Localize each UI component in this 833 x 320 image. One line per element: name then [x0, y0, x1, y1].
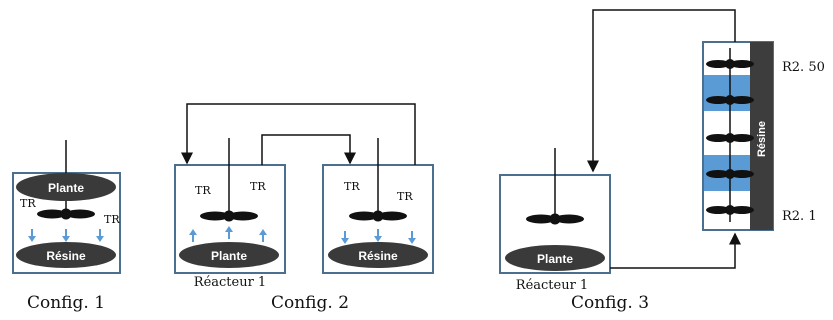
- config2-reactor2-flow-arrow-down-icon: [340, 230, 350, 245]
- config1-caption: Config. 1: [27, 293, 105, 313]
- config2-reactor1-flow-arrow-up-icon: [258, 228, 268, 243]
- config3-column-impeller-icon: [706, 95, 754, 105]
- config3-blue-band: [704, 75, 752, 111]
- config2-reactor1-tr-right: TR: [250, 180, 266, 193]
- config1-plant-label: Plante: [48, 181, 84, 195]
- config2-inner-transfer-line: [261, 134, 356, 165]
- config3-r2-1-label: R2. 1: [782, 209, 817, 224]
- config1-group: Plante TR TR Résine Config. 1: [12, 140, 121, 313]
- config3-plant-label: Plante: [537, 252, 573, 266]
- config1-plant-blob: [16, 173, 116, 201]
- config3-resin-bar: [750, 42, 773, 230]
- config3-reactor1-impeller-icon: [526, 213, 584, 225]
- config2-reactor1-flow-arrow-up-icon: [224, 225, 234, 240]
- config3-reactor1-label: Réacteur 1: [516, 278, 588, 293]
- config2-reactor2-tr-left: TR: [344, 180, 360, 193]
- config2-plant-label: Plante: [211, 249, 247, 263]
- config2-reactor1-label: Réacteur 1: [194, 275, 266, 290]
- config1-tr-left: TR: [20, 197, 36, 210]
- config2-reactor2-impeller-icon: [349, 210, 407, 222]
- config1-flow-arrow-down-icon: [61, 228, 71, 243]
- config2-plant-blob: [179, 242, 279, 268]
- config1-resin-label: Résine: [46, 249, 86, 263]
- config3-return-line: [587, 9, 736, 173]
- config2-reactor1-flow-arrow-up-icon: [188, 228, 198, 243]
- config1-flow-arrow-down-icon: [95, 228, 105, 243]
- config2-reactor1-impeller-icon: [200, 210, 258, 222]
- config2-outer-recirculation-line: [181, 103, 416, 165]
- config2-resin-label: Résine: [358, 249, 398, 263]
- config3-caption: Config. 3: [571, 293, 649, 313]
- config2-reactor2-flow-arrow-down-icon: [373, 228, 383, 243]
- config1-flow-arrow-down-icon: [27, 228, 37, 243]
- config2-reactor2-tr-right: TR: [397, 190, 413, 203]
- config3-group: Plante Réacteur 1 Résine R2. 50 R2. 1 Co…: [499, 9, 825, 313]
- config3-r2-50-label: R2. 50: [782, 60, 825, 75]
- config2-reactor1-tr-left: TR: [195, 184, 211, 197]
- config3-column-impeller-icon: [706, 205, 754, 215]
- config2-resin-blob: [328, 242, 428, 268]
- config3-feed-line: [610, 232, 741, 269]
- config2-group: TR TR Plante Réacteur 1 TR TR Résine Con…: [174, 103, 434, 313]
- config1-impeller-icon: [37, 208, 95, 220]
- config3-column-impeller-icon: [706, 133, 754, 143]
- config2-reactor2-flow-arrow-down-icon: [407, 230, 417, 245]
- config2-reactor1-vessel: [174, 164, 286, 274]
- config3-column-impeller-icon: [706, 59, 754, 69]
- config3-plant-blob: [505, 245, 605, 271]
- config2-caption: Config. 2: [271, 293, 349, 313]
- config1-tr-right: TR: [104, 213, 120, 226]
- config3-resin-column-label: Résine: [756, 121, 768, 157]
- config3-column-impeller-icon: [706, 169, 754, 179]
- config1-resin-blob: [16, 242, 116, 268]
